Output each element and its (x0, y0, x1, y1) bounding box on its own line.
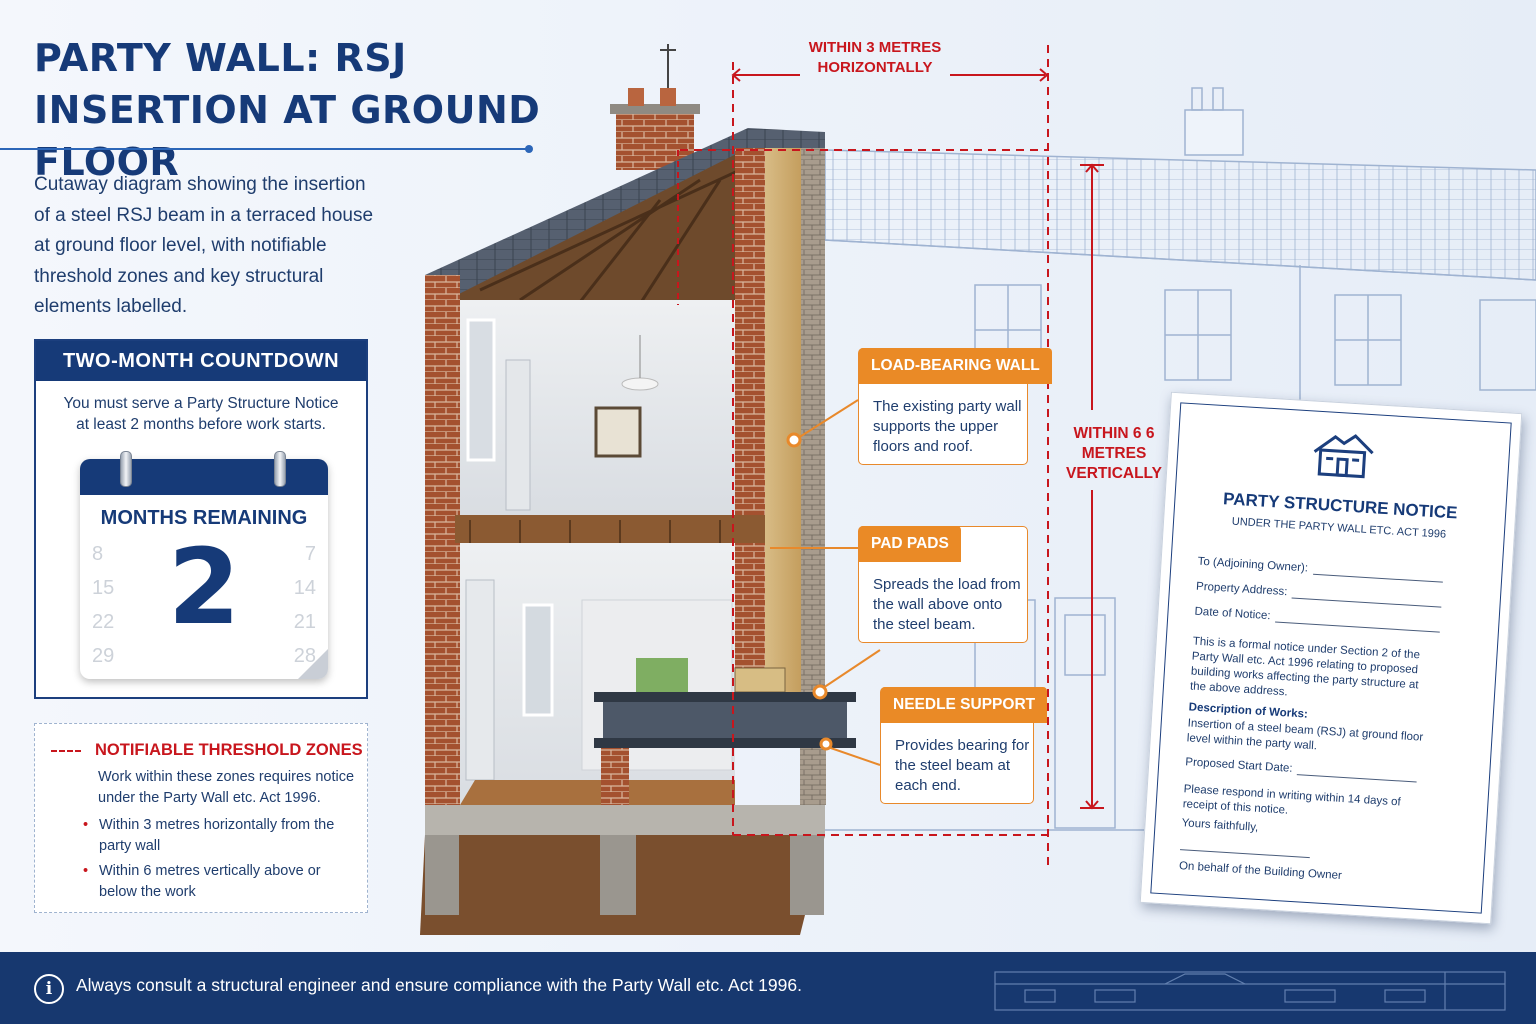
callout-marker (812, 684, 828, 700)
countdown-card: TWO-MONTH COUNTDOWN You must serve a Par… (34, 339, 368, 699)
callout-heading: PAD PADS (859, 526, 961, 562)
calendar-date: 8 (92, 543, 104, 565)
footer-bar: i Always consult a structural engineer a… (0, 952, 1536, 1024)
callout-body: Provides bearing for the steel beam at e… (895, 737, 1030, 794)
countdown-description: You must serve a Party Structure Notice … (63, 395, 339, 433)
house-logo-icon (1313, 434, 1374, 479)
calendar-header (80, 459, 328, 495)
callout-body: The existing party wall supports the upp… (873, 398, 1022, 455)
callout-heading: NEEDLE SUPPORT (881, 687, 1048, 723)
threshold-description: Work within these zones requires notice … (98, 769, 355, 806)
callout-pad-stones: PAD PADS Spreads the load from the wall … (858, 526, 1028, 643)
callout-load-bearing-wall: LOAD-BEARING WALL The existing party wal… (858, 348, 1052, 465)
threshold-heading: NOTIFIABLE THRESHOLD ZONES (51, 741, 363, 760)
countdown-heading: TWO-MONTH COUNTDOWN (36, 341, 366, 381)
calendar-date: 22 (92, 611, 115, 633)
months-remaining-value: 2 (167, 526, 241, 648)
threshold-card: NOTIFIABLE THRESHOLD ZONES Work within t… (34, 723, 368, 913)
page-curl (298, 649, 328, 679)
callout-marker (786, 432, 802, 448)
calendar-label: MONTHS REMAINING (100, 507, 308, 529)
threshold-item: Within 3 metres horizontally from the pa… (83, 815, 353, 857)
callout-needle-support: NEEDLE SUPPORT Provides bearing for the … (880, 687, 1048, 804)
callout-body: Spreads the load from the wall above ont… (873, 576, 1021, 633)
calendar-date: 14 (293, 577, 316, 599)
title-divider (0, 145, 533, 153)
page-subtitle: Cutaway diagram showing the insertion of… (34, 174, 374, 317)
calendar-date: 15 (92, 577, 115, 599)
calendar-date: 21 (293, 611, 316, 633)
calendar-icon: MONTHS REMAINING 8 15 22 29 7 14 21 28 2 (80, 459, 328, 679)
page-title: PARTY WALL: RSJ INSERTION AT GROUND FLOO… (34, 36, 541, 184)
party-structure-notice: PARTY STRUCTURE NOTICE UNDER THE PARTY W… (1139, 391, 1523, 925)
threshold-item: Within 6 metres vertically above or belo… (83, 861, 353, 903)
calendar-date: 7 (304, 543, 316, 565)
footer-text: Always consult a structural engineer and… (76, 975, 802, 995)
calendar-ring-icon (120, 451, 132, 487)
info-icon: i (34, 974, 64, 1004)
calendar-date: 29 (92, 645, 115, 667)
callout-heading: LOAD-BEARING WALL (859, 348, 1052, 384)
horizontal-dimension-label: WITHIN 3 METRES HORIZONTALLY (808, 39, 942, 76)
vertical-dimension-label: WITHIN 6 6 METRES VERTICALLY (1066, 425, 1162, 482)
calendar-ring-icon (274, 451, 286, 487)
calendar-left-dates: 8 15 22 29 (92, 537, 114, 673)
threshold-heading-text: NOTIFIABLE THRESHOLD ZONES (95, 741, 363, 759)
divider-dot (525, 145, 533, 153)
blueprint-drawing-icon (994, 971, 1506, 1011)
threshold-list: Within 3 metres horizontally from the pa… (83, 815, 353, 907)
callout-marker (819, 737, 833, 751)
dashed-line-icon (51, 749, 81, 752)
